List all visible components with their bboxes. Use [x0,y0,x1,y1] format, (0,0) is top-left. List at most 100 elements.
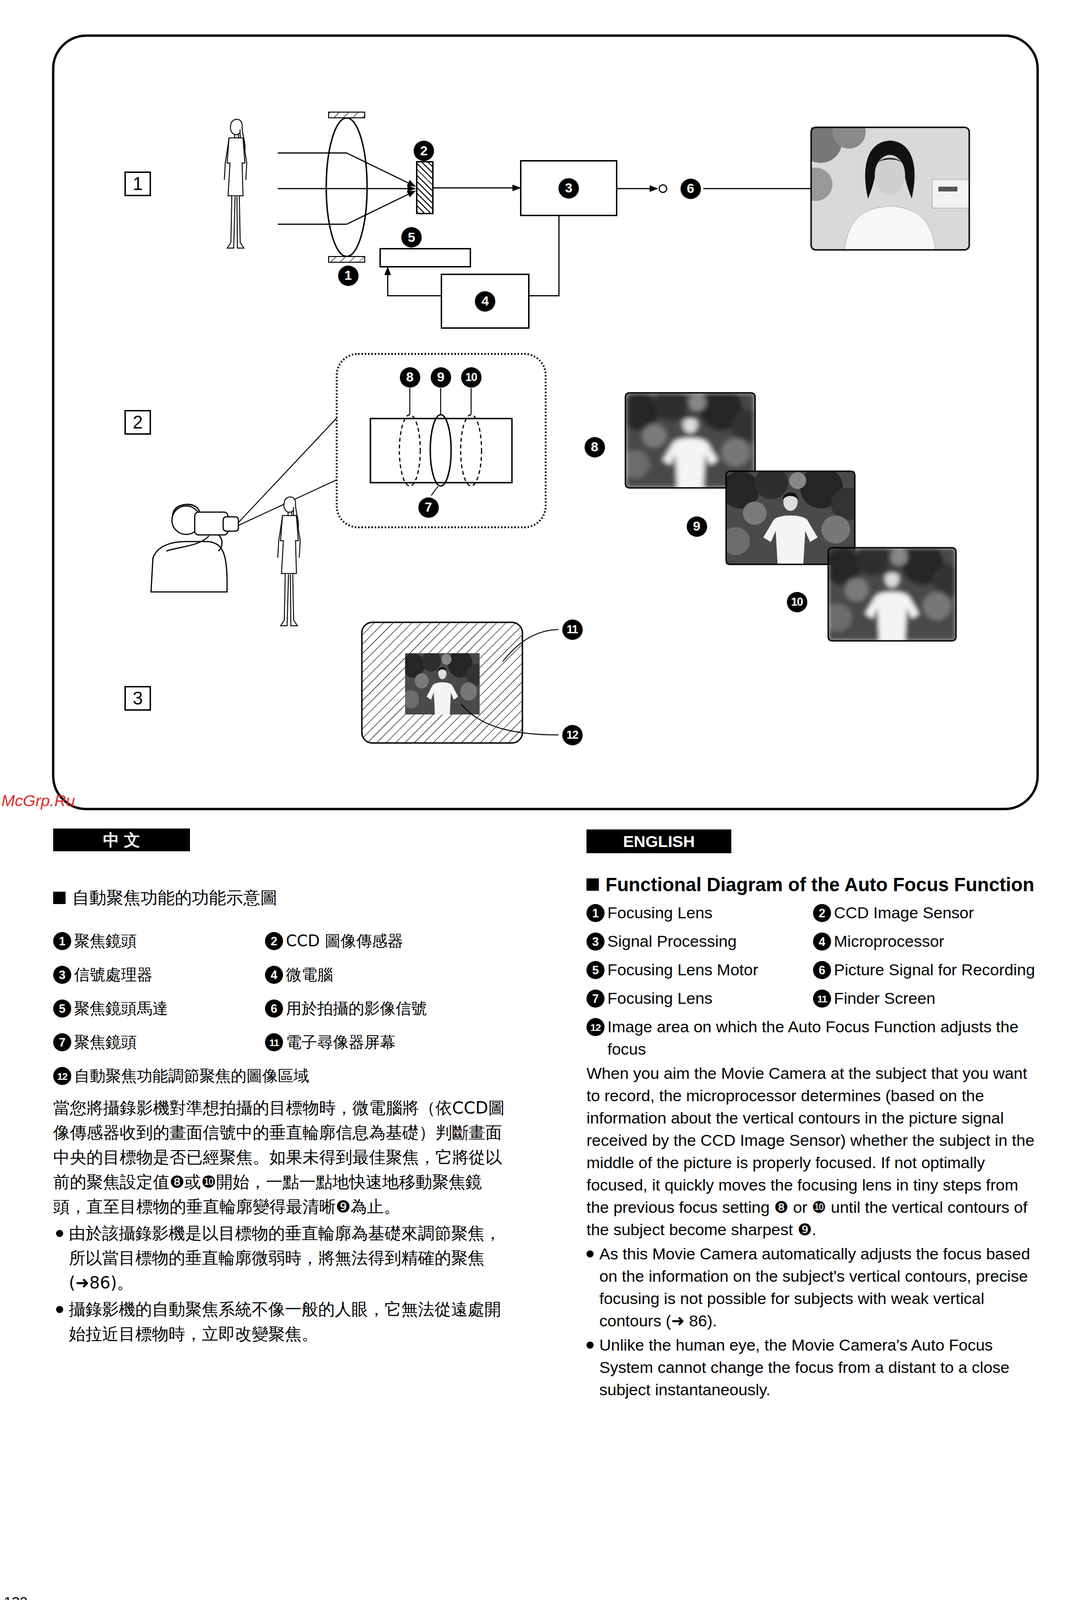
bullet-text: Unlike the human eye, the Movie Camera's… [599,1333,1036,1401]
callout-number: 4 [474,291,496,312]
finder-screen [361,622,559,743]
recorded-picture [799,115,970,250]
legend-item: 2CCD 圖像傳感器 [264,929,512,952]
lens-zoom-callout [430,414,452,486]
legend-item: 5Focusing Lens Motor [586,958,814,981]
light-rays [277,152,347,225]
legend-list: 1Focusing Lens2CCD Image Sensor3Signal P… [586,901,1036,1060]
legend-item: 4Microprocessor [813,929,1036,953]
part-name: Picture Signal for Recording [833,958,1036,981]
part-name: 自動聚焦功能調節聚焦的圖像區域 [74,1064,512,1087]
recorded-picture [938,186,958,192]
legend-item: 5聚焦鏡頭馬達 [53,997,265,1020]
legend-item: 1聚焦鏡頭 [53,929,265,952]
legend-item: 12自動聚焦功能調節聚焦的圖像區域 [53,1064,512,1087]
focusing-lens [328,256,365,263]
microprocessor-box: 4 [440,273,530,329]
legend-item: 2CCD Image Sensor [813,901,1036,924]
lens-zoom-callout [370,418,512,483]
recorded-picture [799,115,970,250]
subject-figure [277,496,301,626]
callout-number: 2 [813,903,832,922]
callout-number: 7 [53,1032,72,1051]
lens-zoom-callout [460,414,482,486]
bullet-row: Unlike the human eye, the Movie Camera's… [586,1333,1036,1401]
section-label: 2 [132,413,143,432]
legend-item: 3信號處理器 [53,963,265,986]
lens-zoom-callout [409,387,472,496]
legend-item: 6用於拍攝的影像信號 [264,997,512,1020]
recorded-picture [865,140,915,199]
signal-output [703,188,812,190]
finder-screen [461,703,559,735]
callout-number: 11 [813,989,832,1008]
body-text: When you aim the Movie Camera at the sub… [586,1061,1036,1241]
frame [53,35,1038,809]
section-heading: Functional Diagram of the Auto Focus Fun… [605,871,1036,897]
part-name: Image area on which the Auto Focus Funct… [607,1015,1036,1060]
section-number: 1 [124,171,152,197]
chinese-column: 自動聚焦功能的功能示意圖1聚焦鏡頭2CCD 圖像傳感器3信號處理器4微電腦5聚焦… [53,885,512,1346]
subject-figure [277,496,301,626]
bullet-text: 由於該攝錄影機是以目標物的垂直輪廓為基礎來調節聚焦，所以當目標物的垂直輪廓微弱時… [68,1220,512,1295]
focusing-lens [346,117,348,257]
focus-photo [823,542,966,641]
page-number: 132 [3,1593,1078,1600]
callout-number: 1 [586,903,605,922]
callout-number: 6 [813,960,832,979]
legend-item: 1Focusing Lens [586,901,814,924]
part-name: Focusing Lens Motor [607,958,814,981]
camera-operator [151,504,239,592]
lens-zoom-callout [399,414,421,486]
section-heading: 自動聚焦功能的功能示意圖 [72,885,512,910]
callout-number: 5 [401,226,422,248]
heading-square [586,878,599,891]
callout-number: 9 [430,367,452,388]
callout-number: 1 [338,265,359,286]
part-name: 聚焦鏡頭馬達 [74,997,265,1020]
focusing-lens [326,117,368,257]
bullet-row: 攝錄影機的自動聚焦系統不像一般的人眼，它無法從遠處開始拉近目標物時，立即改變聚焦… [53,1296,512,1346]
part-name: 聚焦鏡頭 [74,929,265,952]
lens-zoom-callout [336,353,546,528]
part-name: 信號處理器 [74,963,265,986]
callout-number: 2 [264,931,284,950]
signal-line [433,187,521,189]
signal-output [617,188,658,190]
recorded-picture [844,206,936,250]
callout-number: 9 [686,516,708,537]
callout-number: 11 [264,1032,284,1051]
signal-output [659,184,667,193]
heading-row: 自動聚焦功能的功能示意圖 [53,885,512,910]
callout-number: 8 [399,367,421,388]
part-name: Finder Screen [833,986,1036,1010]
callout-number: 1 [53,931,72,950]
signal-line [387,267,441,296]
part-name: CCD Image Sensor [833,901,1036,924]
heading-row: Functional Diagram of the Auto Focus Fun… [586,871,1036,897]
band-label: 中 文 [103,831,140,848]
callout-number: 4 [264,965,284,984]
part-name: 聚焦鏡頭 [74,1030,265,1053]
part-name: Microprocessor [833,929,1036,953]
callout-number: 4 [813,932,832,951]
bullet-text: As this Movie Camera automatically adjus… [599,1242,1036,1332]
callout-number: 7 [586,989,605,1008]
light-rays [346,152,416,187]
subject-figure [224,119,247,248]
legend-item: 11Finder Screen [813,986,1036,1010]
language-band: 中 文 [53,828,190,852]
callout-number: 3 [53,965,72,984]
part-name: 電子尋像器屏幕 [285,1030,512,1053]
legend-item: 7Focusing Lens [586,986,814,1010]
callout-number: 5 [53,999,72,1018]
lens-motor-box: 5 [379,247,472,268]
recorded-picture [874,154,906,195]
bullet-row: 由於該攝錄影機是以目標物的垂直輪廓為基礎來調節聚焦，所以當目標物的垂直輪廓微弱時… [53,1220,512,1295]
callout-number: 6 [680,178,701,199]
callout-number: 3 [586,932,605,951]
focus-photo [828,547,956,641]
finder-screen [502,629,559,662]
